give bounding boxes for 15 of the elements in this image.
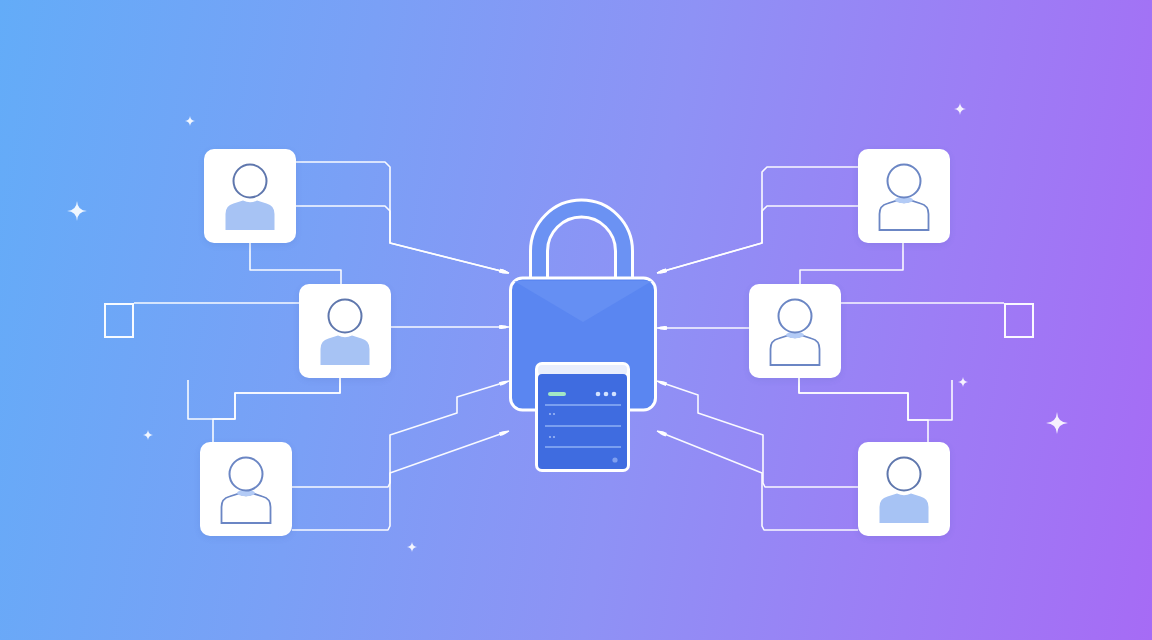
connector-line xyxy=(249,242,342,285)
connector-line xyxy=(798,377,953,421)
user-card xyxy=(200,442,292,536)
padlock-server-illustration xyxy=(509,198,657,474)
connector-line xyxy=(133,302,300,304)
user-card xyxy=(299,284,391,378)
connector-line xyxy=(187,377,341,420)
connector-line xyxy=(799,242,904,285)
square-outline xyxy=(104,303,134,338)
square-outline xyxy=(1004,303,1034,338)
user-card xyxy=(858,149,950,243)
connector-line xyxy=(840,302,1005,304)
user-card xyxy=(858,442,950,536)
user-card xyxy=(749,284,841,378)
user-card xyxy=(204,149,296,243)
